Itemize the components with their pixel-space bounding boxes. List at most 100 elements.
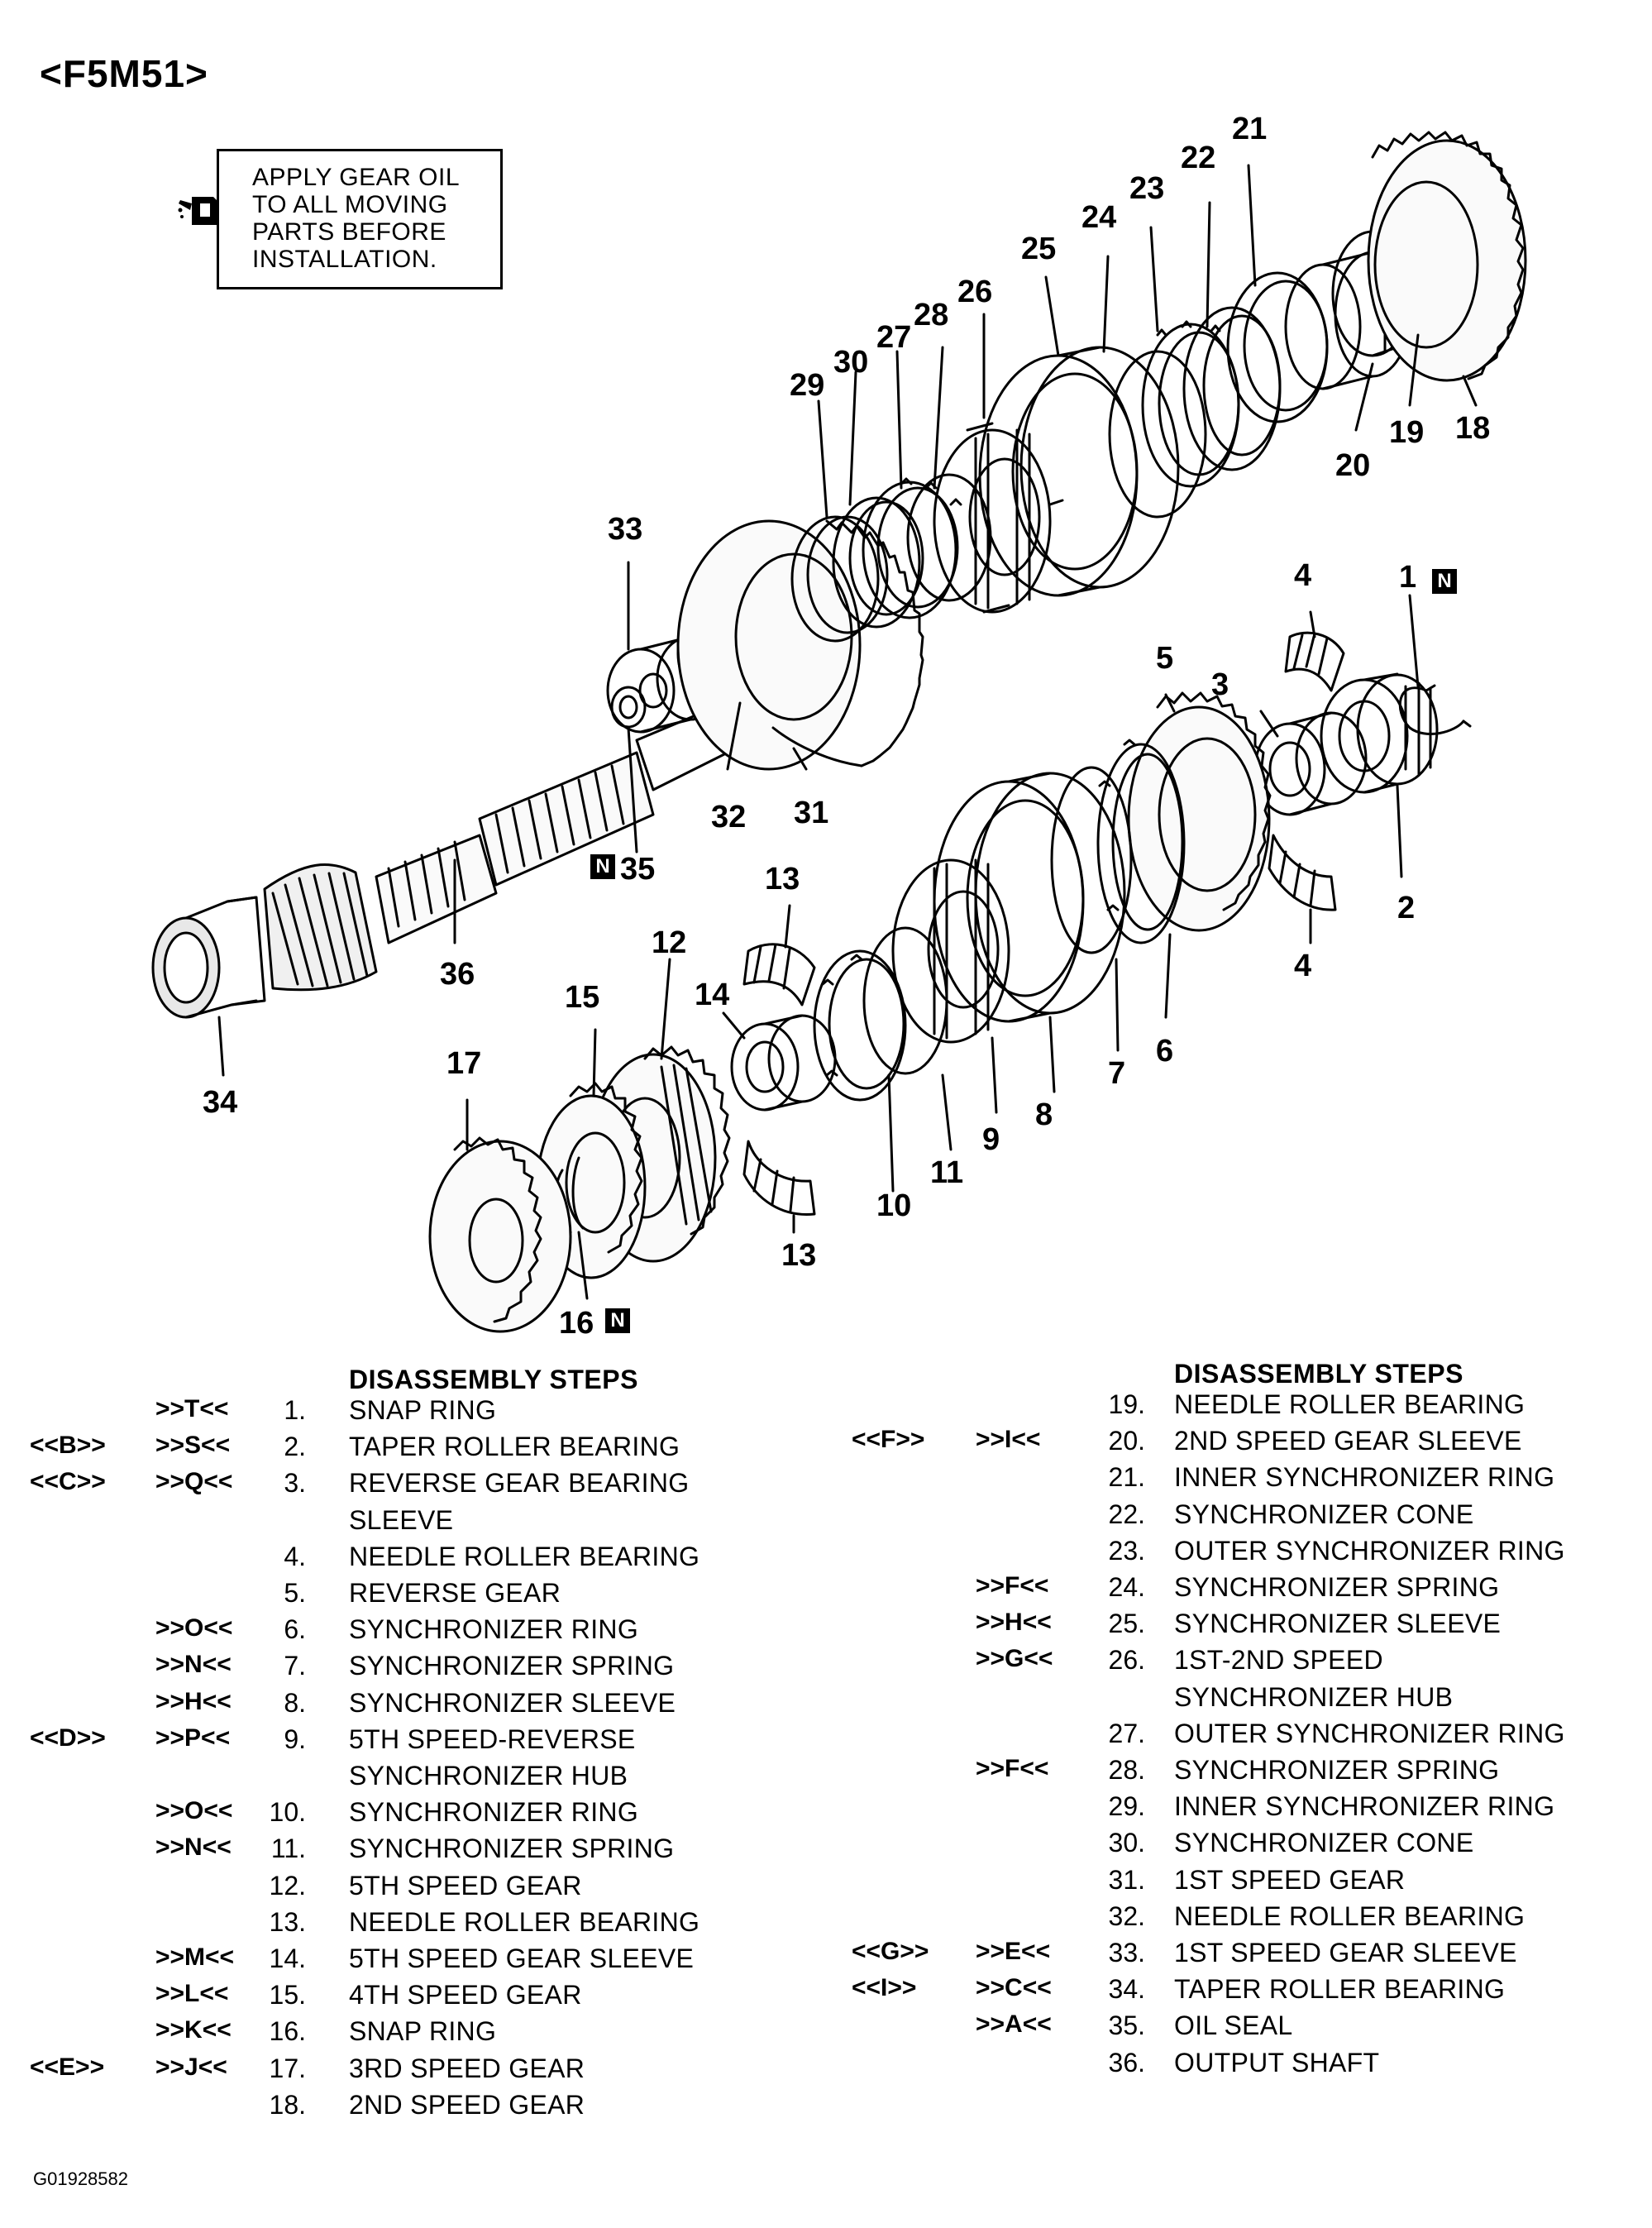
callout-12: 12 (652, 925, 686, 960)
callout-6: 6 (1156, 1034, 1173, 1069)
new-part-badge-1: N (1432, 569, 1457, 594)
reverse-gear (1127, 691, 1272, 932)
fifth-reverse-synchronizer-hub (891, 858, 1010, 1044)
step-number: 4. (284, 1541, 306, 1571)
third-speed-gear (428, 1136, 572, 1333)
step-number: 34. (1108, 1974, 1145, 2005)
callout-7: 7 (1108, 1056, 1125, 1091)
step-service-ref: >>T<< (155, 1395, 229, 1422)
step-number: 30. (1108, 1828, 1145, 1858)
step-service-ref: >>G<< (976, 1645, 1053, 1673)
step-service-ref: >>I<< (976, 1426, 1041, 1454)
step-number: 23. (1108, 1535, 1145, 1566)
callout-24: 24 (1081, 200, 1116, 235)
step-number: 16. (269, 2016, 306, 2047)
step-number: 20. (1108, 1426, 1145, 1456)
step-part-name: INNER SYNCHRONIZER RING (1174, 1462, 1555, 1493)
step-service-ref: >>P<< (155, 1724, 231, 1752)
step-part-name: 5TH SPEED GEAR SLEEVE (349, 1944, 695, 1973)
synchronizer-spring-7 (1050, 766, 1133, 954)
step-part-name: SYNCHRONIZER CONE (1174, 1828, 1474, 1858)
callout-11: 11 (930, 1155, 963, 1190)
callout-21: 21 (1232, 112, 1267, 146)
callout-14: 14 (695, 978, 729, 1012)
step-part-name: SNAP RING (349, 2016, 497, 2047)
step-part-name: SYNCHRONIZER RING (349, 1797, 639, 1828)
callout-20: 20 (1335, 448, 1370, 483)
callout-13-lower: 13 (781, 1238, 816, 1273)
step-part-name: 3RD SPEED GEAR (349, 2053, 585, 2083)
step-reassembly-ref: <<B>> (30, 1432, 106, 1460)
step-service-ref: >>F<< (976, 1755, 1049, 1782)
exploded-view-drawing: 1 2 3 4 4 5 6 7 8 9 10 11 12 13 13 14 15… (151, 112, 1527, 1341)
callout-32: 32 (711, 800, 746, 834)
step-reassembly-ref: <<E>> (30, 2053, 105, 2081)
step-number: 28. (1108, 1755, 1145, 1785)
step-number: 32. (1108, 1900, 1145, 1931)
needle-roller-bearing-13-upper (742, 943, 816, 1006)
step-part-name: REVERSE GEAR (349, 1578, 561, 1608)
callout-23: 23 (1129, 171, 1164, 206)
step-part-name: REVERSE GEAR BEARING (349, 1468, 690, 1499)
callouts: 1 2 3 4 4 5 6 7 8 9 10 11 12 13 13 14 15… (203, 112, 1490, 1341)
step-part-name: SYNCHRONIZER SLEEVE (349, 1687, 676, 1718)
synchronizer-sleeve-25 (978, 346, 1180, 597)
step-part-name: 5TH SPEED GEAR (349, 1870, 582, 1900)
oil-can-icon (177, 192, 227, 232)
callout-5: 5 (1156, 641, 1173, 676)
callout-13-upper: 13 (765, 862, 800, 896)
step-part-name: 5TH SPEED-REVERSE (349, 1724, 636, 1754)
callout-22: 22 (1181, 141, 1215, 175)
step-part-name: NEEDLE ROLLER BEARING (1174, 1389, 1525, 1419)
step-number: 26. (1108, 1645, 1145, 1676)
step-number: 25. (1108, 1609, 1145, 1639)
step-number: 5. (284, 1578, 306, 1608)
step-part-name: OUTER SYNCHRONIZER RING (1174, 1718, 1565, 1748)
steps-heading-right: DISASSEMBLY STEPS (1174, 1359, 1463, 1389)
callout-35: 35 (620, 852, 655, 887)
callout-18: 18 (1455, 411, 1490, 446)
step-part-name: SYNCHRONIZER SLEEVE (1174, 1609, 1502, 1639)
callout-4-upper: 4 (1294, 558, 1311, 593)
callout-10: 10 (876, 1188, 911, 1223)
step-service-ref: >>N<< (155, 1651, 232, 1679)
step-service-ref: >>A<< (976, 2010, 1052, 2039)
callout-25: 25 (1021, 232, 1056, 266)
new-part-badge-16: N (605, 1308, 630, 1333)
step-service-ref: >>L<< (155, 1980, 229, 2008)
step-number: 2. (284, 1432, 306, 1462)
synchronizer-ring-10 (813, 949, 907, 1102)
needle-roller-bearing-4-upper (1284, 631, 1345, 692)
step-part-name: SYNCHRONIZER HUB (349, 1761, 628, 1791)
step-part-name: OUTER SYNCHRONIZER RING (1174, 1535, 1565, 1566)
callout-26: 26 (957, 275, 992, 309)
step-part-name: 4TH SPEED GEAR (349, 1980, 582, 2010)
steps-heading-left: DISASSEMBLY STEPS (349, 1365, 638, 1394)
step-part-name: 1ST-2ND SPEED (1174, 1645, 1383, 1676)
step-number: 27. (1108, 1718, 1145, 1748)
fifth-speed-gear-sleeve (730, 1014, 837, 1112)
step-number: 10. (269, 1797, 306, 1828)
step-part-name: 1ST SPEED GEAR SLEEVE (1174, 1938, 1517, 1967)
inner-synchronizer-ring-29 (790, 515, 889, 643)
step-part-name: TAPER ROLLER BEARING (349, 1432, 680, 1462)
synchronizer-ring-6 (1096, 739, 1186, 944)
step-service-ref: >>E<< (976, 1938, 1051, 1965)
step-reassembly-ref: <<F>> (852, 1426, 925, 1454)
step-part-name: SYNCHRONIZER SPRING (1174, 1755, 1500, 1785)
step-number: 7. (284, 1651, 306, 1681)
step-number: 33. (1108, 1938, 1145, 1967)
step-number: 12. (269, 1870, 306, 1900)
step-part-name: INNER SYNCHRONIZER RING (1174, 1791, 1555, 1822)
needle-roller-bearing-13-lower (742, 1140, 816, 1216)
callout-30: 30 (833, 345, 868, 380)
step-part-name: SNAP RING (349, 1395, 497, 1425)
inner-synchronizer-ring-21 (1226, 271, 1329, 423)
step-number: 17. (269, 2053, 306, 2083)
callout-33: 33 (608, 512, 642, 547)
step-part-name: NEEDLE ROLLER BEARING (349, 1541, 700, 1571)
step-number: 13. (269, 1906, 306, 1937)
output-shaft (151, 675, 800, 1019)
step-service-ref: >>K<< (155, 2016, 232, 2044)
callout-1: 1 (1399, 560, 1416, 595)
